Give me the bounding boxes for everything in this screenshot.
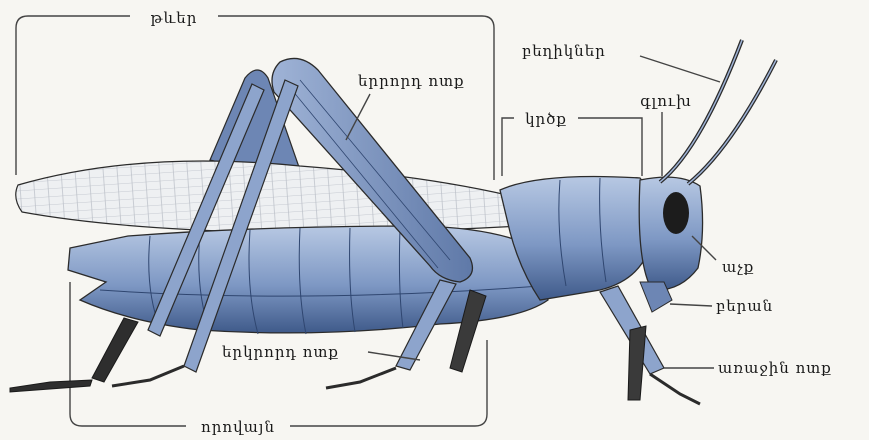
wing <box>16 161 530 232</box>
label-front-leg: առաջին ոտք <box>718 359 832 377</box>
label-chest: կրծք <box>525 110 567 128</box>
label-second-leg: երկրորդ ոտք <box>222 343 339 361</box>
label-mouth: բերան <box>716 297 773 315</box>
label-eye: աչք <box>722 258 754 276</box>
label-head: գլուխ <box>640 92 692 110</box>
label-antennae: բեղիկներ <box>522 42 606 60</box>
label-abdomen: որովայն <box>201 418 275 436</box>
compound-eye <box>663 192 689 234</box>
chest-bracket <box>502 118 642 176</box>
antenna-1 <box>660 40 742 182</box>
label-wings: թևեր <box>151 9 198 27</box>
leader-antennae <box>640 56 720 82</box>
hind-leg-tarsus <box>112 366 184 386</box>
label-third-leg: երրորդ ոտք <box>358 72 465 90</box>
antenna-2 <box>688 60 776 184</box>
leader-mouth <box>670 304 712 306</box>
under-legs <box>10 318 138 392</box>
